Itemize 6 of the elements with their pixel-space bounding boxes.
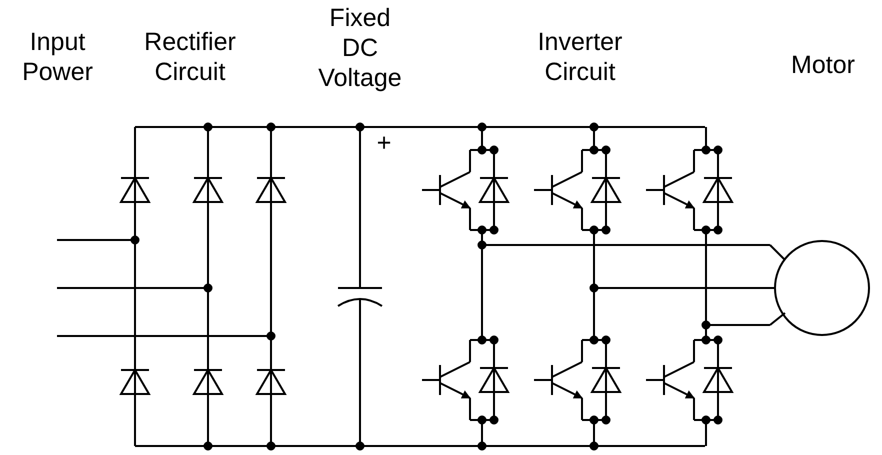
section-label: Inverter Circuit	[536, 27, 624, 87]
section-label: Rectifier Circuit	[143, 27, 237, 87]
section-label: Fixed DC Voltage	[317, 3, 403, 93]
motor-label: Motor	[790, 50, 856, 80]
polarity-sign: +	[376, 128, 392, 158]
section-label: Input Power	[21, 27, 94, 87]
